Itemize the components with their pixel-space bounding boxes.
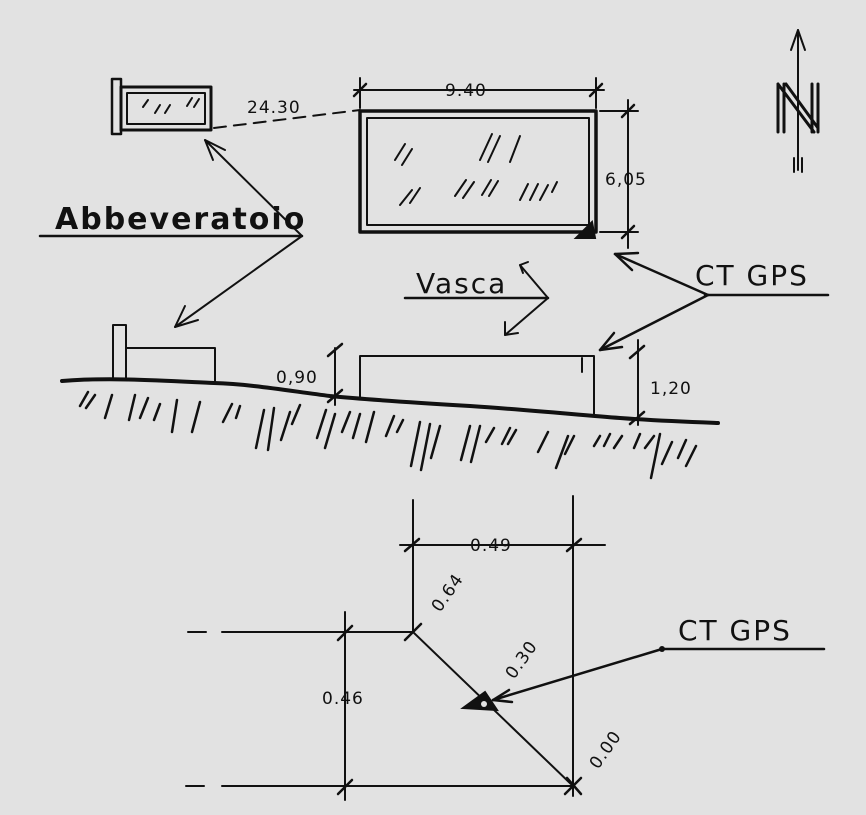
ct-gps-bottom-label: CT GPS [678, 614, 792, 647]
north-label: N [0, 0, 1, 1]
north-arrow-icon [776, 29, 820, 173]
vasca-leader-arrows [504, 261, 549, 336]
vasca-plan [358, 109, 598, 239]
abbeveratoio-height-label: 0,90 [276, 368, 318, 388]
vasca-elevation [359, 355, 595, 415]
detail-vertical-label: 0.46 [322, 689, 364, 709]
abbeveratoio-plan [110, 77, 213, 136]
detail-horizontal-label: 0.49 [470, 536, 512, 556]
abbeveratoio-label: Abbeveratoio [55, 202, 306, 237]
detail-gps-marker-icon [460, 690, 499, 712]
distance-label: 24.30 [247, 98, 301, 118]
detail-diagonal-label: 0.64 [428, 570, 468, 616]
distance-dashed-line [213, 109, 361, 129]
detail-origin-label: 0.00 [586, 727, 626, 773]
detail-gps-dot [481, 701, 487, 707]
ct-gps-bottom-leader-arrow [491, 646, 665, 704]
vasca-label: Vasca [416, 267, 507, 300]
vasca-length-label: 9.40 [445, 81, 487, 101]
abbeveratoio-leader-arrows [174, 139, 303, 328]
detail-lines [185, 495, 606, 801]
detail-offset-label: 0.30 [502, 637, 542, 683]
vasca-height-label: 1,20 [650, 379, 692, 399]
vasca-length-dimension [352, 77, 605, 109]
ct-gps-top-label: CT GPS [695, 259, 809, 292]
abbeveratoio-height-dimension [326, 342, 344, 406]
gps-point-marker-icon [573, 219, 597, 239]
vasca-height-dimension [628, 339, 646, 426]
vasca-width-dimension [599, 99, 639, 249]
ct-gps-top-leader-arrows [598, 251, 710, 352]
ground-profile [60, 377, 720, 480]
abbeveratoio-elevation [112, 324, 216, 384]
vasca-width-label: 6,05 [605, 170, 647, 190]
